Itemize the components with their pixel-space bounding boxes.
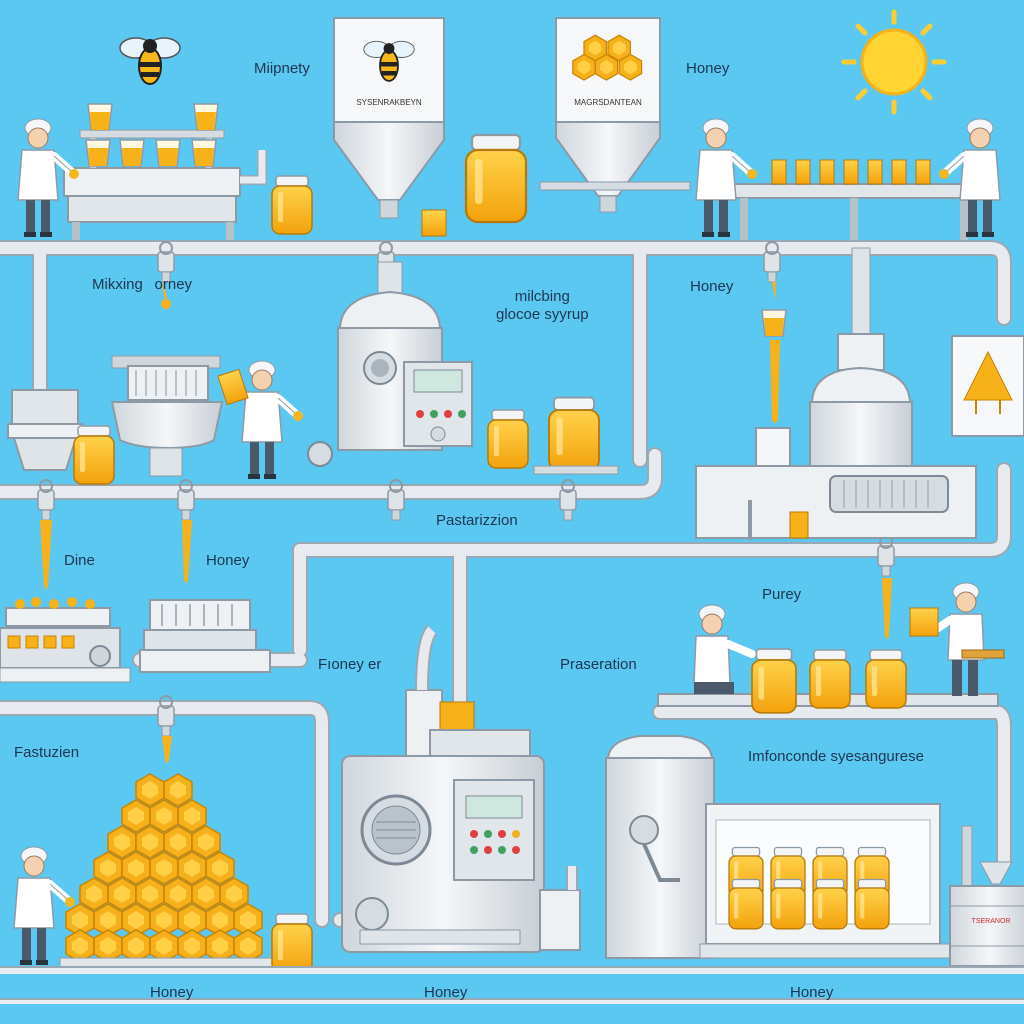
- label-top-left: Miipnety: [254, 60, 310, 77]
- bottling-conveyor: [729, 159, 981, 240]
- label-honey-mid-left: Honey: [206, 552, 250, 569]
- honey-jar: [271, 175, 313, 235]
- honeycomb-monitor: [951, 335, 1024, 437]
- honey-bucket: [217, 368, 249, 406]
- ground-line: [0, 966, 1024, 974]
- label-dine: Dine: [64, 552, 95, 569]
- label-bottom-right: Honey: [790, 984, 834, 1001]
- honey-cup-small: [421, 209, 447, 237]
- worker-kneeling: [693, 604, 756, 694]
- glucose-tank: [307, 261, 473, 467]
- comb-press-right: [139, 599, 271, 673]
- honey-jar: [73, 425, 115, 485]
- large-honey-jar: [751, 648, 797, 714]
- filling-table-left: [63, 103, 267, 240]
- stool: [961, 649, 1005, 659]
- honey-jar: [809, 649, 851, 709]
- comb-hopper: [539, 17, 691, 213]
- label-bottom-left: Honey: [150, 984, 194, 1001]
- storage-drum: [949, 825, 1024, 967]
- label-purey: Purey: [762, 586, 802, 603]
- large-honey-jar: [464, 133, 528, 224]
- label-honey-mid-right: Honey: [690, 278, 734, 295]
- pasteurization-tank: [695, 247, 977, 540]
- honey-bucket: [909, 607, 939, 637]
- label-bottom-center: Honey: [424, 984, 468, 1001]
- label-pasteurization: Pastarizzion: [436, 512, 518, 529]
- label-glucose: milcbing glocoe syyrup: [496, 288, 589, 323]
- honey-drips: [40, 282, 892, 763]
- honey-jar: [865, 649, 907, 709]
- drum-label: TSERANOR: [971, 918, 1011, 925]
- mixing-vat: [7, 355, 224, 477]
- large-honey-jar: [548, 396, 600, 471]
- worker-mixing: [242, 361, 303, 479]
- worker-top-right-b: [939, 119, 1000, 237]
- label-top-right: Honey: [686, 60, 730, 77]
- jar-storage-machine: [605, 735, 951, 959]
- central-processor: [341, 625, 581, 953]
- label-impurities: Imfonconde syesangurese: [748, 748, 924, 765]
- jar-platform: [533, 465, 619, 475]
- worker-seated: [928, 582, 985, 696]
- label-preservation: Praseration: [560, 656, 637, 673]
- bee-icon: [119, 37, 181, 85]
- honey-jar: [487, 409, 529, 469]
- comb-press-left: [0, 597, 131, 683]
- sun-icon: [841, 9, 947, 115]
- honeycomb-pyramid: [59, 773, 275, 969]
- bee-hopper-sign-text: SYSENRAKBEYN: [356, 98, 422, 107]
- label-mixing: Mikxing orney: [92, 276, 193, 293]
- honey-jar: [271, 913, 313, 973]
- comb-hopper-sign-text: MAGRSDANTEAN: [574, 98, 642, 107]
- ground-line-lower: [0, 998, 1024, 1004]
- bee-hopper: [333, 17, 445, 219]
- label-honey-er: Fıoney er: [318, 656, 382, 673]
- label-fastuzien: Fastuzien: [14, 744, 80, 761]
